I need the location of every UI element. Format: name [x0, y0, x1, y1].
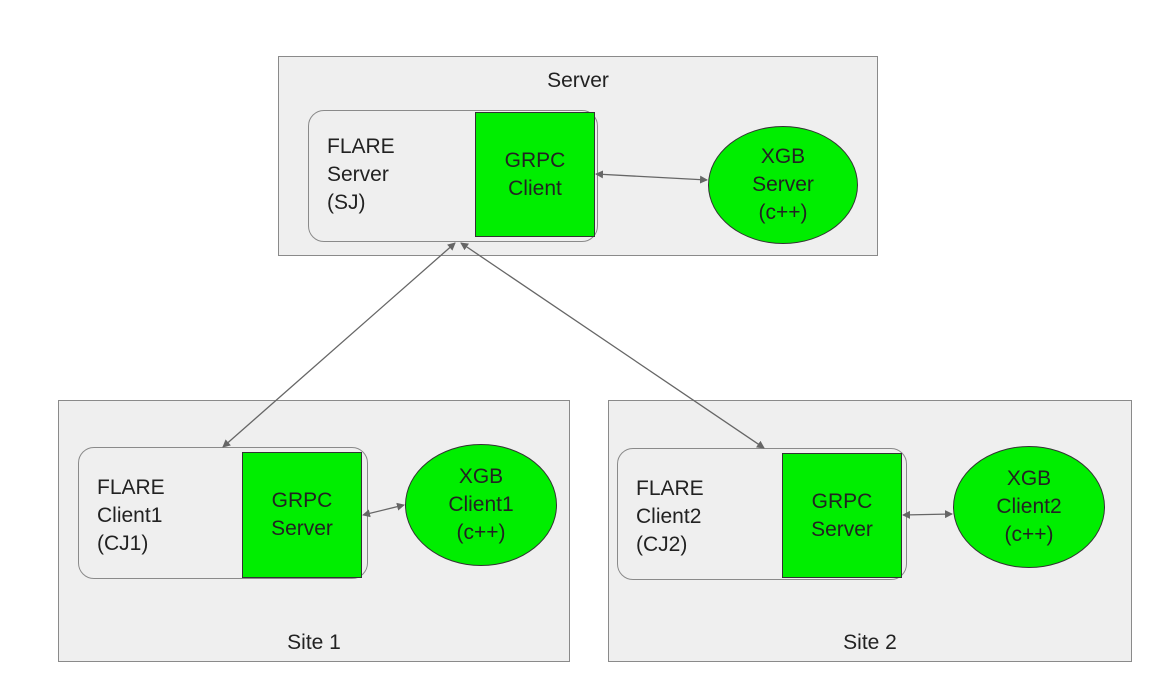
flare-server-line3: (SJ): [327, 191, 366, 214]
xgb-client1-line1: XGB: [458, 465, 504, 488]
xgb-client2-line3: (c++): [1004, 523, 1054, 546]
xgb-server-circle: XGB Server (c++): [708, 126, 858, 244]
flare-client1-label: FLARE Client1 (CJ1): [97, 474, 165, 558]
grpc-client-line1: GRPC: [504, 148, 566, 172]
xgb-server-line2: Server: [752, 173, 814, 196]
grpc-server2-box: GRPC Server: [782, 453, 902, 578]
flare-client2-line3: (CJ2): [636, 533, 688, 556]
xgb-server-line1: XGB: [760, 145, 806, 168]
xgb-client1-line3: (c++): [456, 521, 506, 544]
xgb-client1-circle: XGB Client1 (c++): [405, 444, 557, 566]
flare-server-line2: Server: [327, 163, 389, 186]
flare-client2-label: FLARE Client2 (CJ2): [636, 475, 704, 559]
flare-client1-line2: Client1: [97, 504, 163, 527]
grpc-server1-line2: Server: [271, 517, 333, 540]
grpc-server1-line1: GRPC: [271, 489, 333, 512]
xgb-client2-line2: Client2: [996, 495, 1062, 518]
grpc-server1-box: GRPC Server: [242, 452, 362, 578]
grpc-server2-line1: GRPC: [811, 489, 873, 513]
flare-client2-line1: FLARE: [636, 477, 704, 500]
site1-panel-title: Site 1: [287, 631, 341, 654]
xgb-client2-circle: XGB Client2 (c++): [953, 446, 1105, 568]
grpc-client-line2: Client: [508, 176, 562, 200]
flare-client1-line3: (CJ1): [97, 532, 149, 555]
xgb-client2-line1: XGB: [1006, 467, 1052, 490]
grpc-server2-line2: Server: [811, 517, 873, 541]
flare-client1-line1: FLARE: [97, 476, 165, 499]
server-panel-title: Server: [547, 69, 609, 92]
flare-server-line1: FLARE: [327, 135, 395, 158]
flare-client2-line2: Client2: [636, 505, 702, 528]
xgb-server-line3: (c++): [758, 201, 808, 224]
grpc-client-box: GRPC Client: [475, 112, 595, 237]
site2-panel-title: Site 2: [843, 631, 897, 654]
xgb-client1-line2: Client1: [448, 493, 514, 516]
flare-server-label: FLARE Server (SJ): [327, 133, 395, 217]
